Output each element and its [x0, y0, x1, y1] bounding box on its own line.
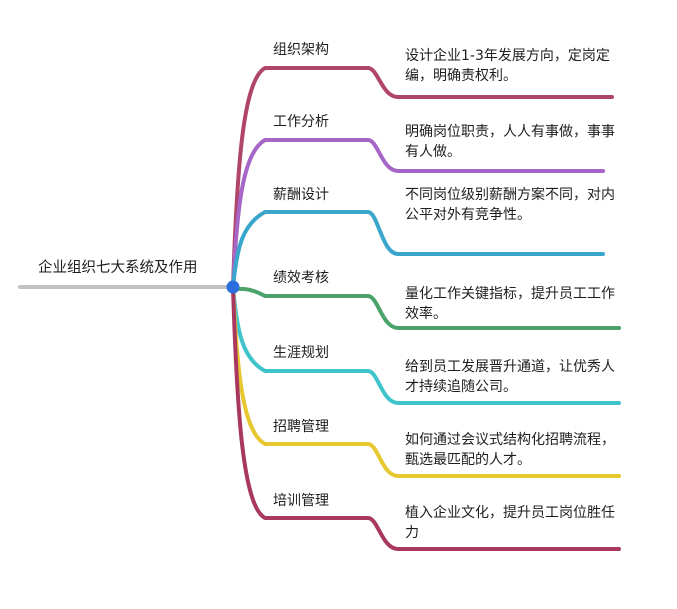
branch-description: 设计企业1-3年发展方向，定岗定编，明确责权利。: [405, 48, 610, 84]
branch-connector-line: [231, 66, 614, 289]
branch-label: 绩效考核: [273, 270, 329, 286]
branch-description: 明确岗位职责，人人有事做，事事有人做。: [405, 124, 615, 160]
branch-label: 培训管理: [273, 493, 329, 509]
branch-label: 工作分析: [273, 114, 329, 130]
branch-description: 不同岗位级别薪酬方案不同，对内公平对外有竞争性。: [405, 187, 615, 223]
branch-label: 薪酬设计: [273, 187, 329, 203]
branch-label: 生涯规划: [273, 345, 329, 361]
branch-label: 招聘管理: [273, 419, 329, 435]
branch-description: 给到员工发展晋升通道，让优秀人才持续追随公司。: [405, 359, 615, 395]
branch-description: 如何通过会议式结构化招聘流程，甄选最匹配的人才。: [405, 432, 615, 468]
branch-description: 量化工作关键指标，提升员工工作效率。: [405, 286, 615, 322]
branch-connector-line: [231, 138, 605, 289]
root-label: 企业组织七大系统及作用: [38, 260, 198, 276]
root-node-dot: [226, 280, 240, 294]
branch-connector-line: [231, 285, 621, 405]
branch-description: 植入企业文化，提升员工岗位胜任力: [405, 505, 615, 541]
branch-label: 组织架构: [273, 42, 329, 58]
branch-connector-line: [231, 285, 621, 551]
branch-connector-line: [231, 210, 605, 289]
